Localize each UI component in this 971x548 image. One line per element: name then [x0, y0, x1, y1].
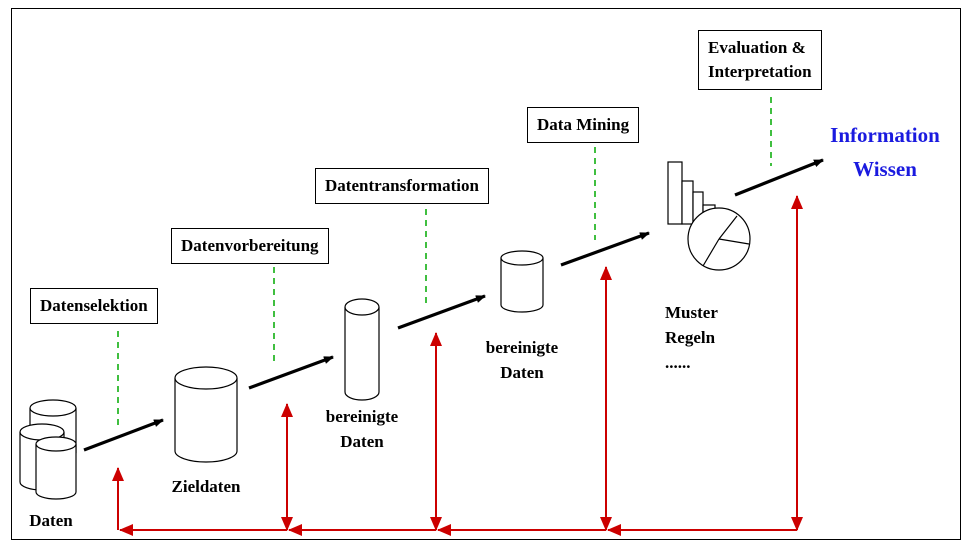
flow-arrow-4 — [560, 231, 650, 267]
zieldaten-cylinder-icon — [174, 366, 238, 463]
flow-arrow-1 — [83, 418, 164, 452]
step-evaluation-label-line2: Interpretation — [708, 62, 812, 81]
flow-arrows — [83, 158, 824, 452]
stage-label-daten-text: Daten — [29, 511, 73, 530]
result-label: Information Wissen — [815, 118, 955, 186]
result-information: Information — [830, 123, 940, 147]
stage-label-zieldaten-text: Zieldaten — [171, 477, 241, 496]
result-wissen: Wissen — [853, 157, 917, 181]
step-datentransformation: Datentransformation — [315, 168, 489, 204]
stage-label-bereinigte-daten-1: bereinigte Daten — [312, 404, 412, 454]
transformierte-daten-cylinder-icon — [500, 250, 544, 313]
step-data-mining: Data Mining — [527, 107, 640, 143]
step-connectors — [117, 97, 772, 430]
step-datenvorbereitung: Datenvorbereitung — [171, 228, 329, 264]
flow-arrow-3 — [397, 294, 486, 330]
stage-label-bereinigte-daten-2-line2: Daten — [500, 363, 544, 382]
feedback-arrows — [112, 195, 803, 536]
diagram-frame — [11, 8, 961, 540]
stage-label-muster: Muster Regeln ...... — [665, 300, 745, 375]
stage-label-muster-line1: Muster — [665, 303, 718, 322]
step-data-mining-label: Data Mining — [537, 115, 630, 134]
step-datentransformation-label: Datentransformation — [325, 176, 479, 195]
flow-arrow-2 — [248, 355, 334, 390]
step-datenselektion-label: Datenselektion — [40, 296, 148, 315]
stage-label-bereinigte-daten-2: bereinigte Daten — [472, 335, 572, 385]
flow-arrow-5 — [734, 158, 824, 197]
stage-label-muster-line3: ...... — [665, 353, 691, 372]
muster-chart-icon — [667, 161, 751, 271]
daten-database-icon — [19, 399, 77, 500]
stage-label-zieldaten: Zieldaten — [160, 474, 252, 499]
stage-label-bereinigte-daten-1-line2: Daten — [340, 432, 384, 451]
step-datenvorbereitung-label: Datenvorbereitung — [181, 236, 319, 255]
stage-label-bereinigte-daten-2-line1: bereinigte — [485, 338, 559, 357]
bereinigte-daten-cylinder-icon — [344, 298, 380, 401]
stage-label-daten: Daten — [20, 508, 82, 533]
stage-label-muster-line2: Regeln — [665, 328, 716, 347]
step-evaluation: Evaluation & Interpretation — [698, 30, 822, 90]
step-datenselektion: Datenselektion — [30, 288, 158, 324]
stage-label-bereinigte-daten-1-line1: bereinigte — [325, 407, 399, 426]
step-evaluation-label-line1: Evaluation & — [708, 38, 806, 57]
